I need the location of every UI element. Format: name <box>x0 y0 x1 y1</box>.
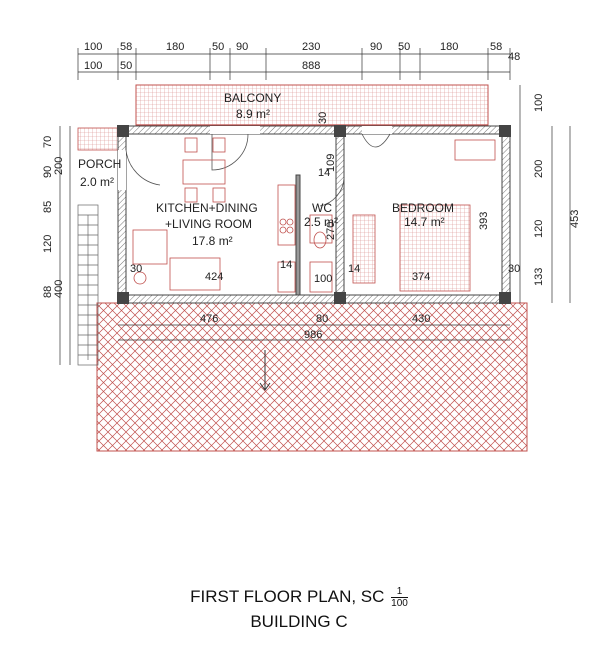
dim-label: 430 <box>412 313 430 325</box>
dim-label: 476 <box>200 313 218 325</box>
dim-label: 90 <box>236 41 248 53</box>
dim-label: 30 <box>130 263 142 275</box>
dim-label: 100 <box>84 41 102 53</box>
bedroom-area-label: 14.7 m² <box>404 215 445 229</box>
dim-label: 58 <box>490 41 502 53</box>
dim-label: 50 <box>212 41 224 53</box>
dim-label: 270 <box>325 222 337 240</box>
terrace-area <box>96 302 528 452</box>
doors <box>118 126 392 207</box>
balcony-name: BALCONY <box>224 91 281 105</box>
scale-denominator: 100 <box>391 598 408 609</box>
dim-label: 100 <box>84 60 102 72</box>
balcony-area-label: 8.9 m² <box>236 107 270 121</box>
balcony-area <box>135 84 489 126</box>
kitchen-furniture <box>132 137 296 293</box>
dim-label: 133 <box>533 268 545 286</box>
dim-label: 200 <box>533 160 545 178</box>
columns <box>117 125 511 304</box>
scale-numerator: 1 <box>391 586 408 598</box>
dim-label: 888 <box>302 60 320 72</box>
wc-fixtures <box>309 214 333 293</box>
dims-inner: 30 424 14 100 14 374 30 14 109 270 30 <box>130 112 520 285</box>
dims-top-row1: 100 58 180 50 90 230 90 50 180 58 <box>84 41 502 53</box>
dim-label: 30 <box>317 112 329 124</box>
porch-area <box>77 127 119 151</box>
dim-label: 70 <box>42 136 54 148</box>
dim-label: 14 <box>348 263 360 275</box>
dim-label: 200 <box>53 157 65 175</box>
kitchen-name-1: KITCHEN+DINING <box>156 201 258 215</box>
dim-label: 90 <box>370 41 382 53</box>
dim-label: 453 <box>569 210 581 228</box>
dim-label: 100 <box>533 94 545 112</box>
dim-label: 180 <box>166 41 184 53</box>
dim-label: 120 <box>42 235 54 253</box>
dim-label: 30 <box>508 263 520 275</box>
dimension-lines <box>59 48 571 365</box>
dim-label: 80 <box>316 313 328 325</box>
wc-area-label: 2.5 m² <box>304 215 338 229</box>
dim-label: 100 <box>314 273 332 285</box>
dims-top-row2: 100 50 888 48 <box>84 51 520 72</box>
walls <box>117 125 511 304</box>
dim-label: 48 <box>508 51 520 63</box>
plan-title: FIRST FLOOR PLAN, SC 1 100 <box>0 586 598 609</box>
dim-label: 90 <box>42 166 54 178</box>
dims-bottom: 476 80 430 986 <box>200 313 430 341</box>
dim-label: 58 <box>120 41 132 53</box>
wc-name: WC <box>312 201 332 215</box>
dim-label: 109 <box>325 154 337 172</box>
dim-label: 400 <box>53 280 65 298</box>
porch-name: PORCH <box>78 157 121 171</box>
dim-label: 180 <box>440 41 458 53</box>
dim-label: 88 <box>42 286 54 298</box>
dim-label: 14 <box>318 167 330 179</box>
dim-label: 50 <box>120 60 132 72</box>
dims-left: 70 200 90 85 120 88 400 <box>42 136 65 298</box>
bedroom-furniture <box>352 139 496 292</box>
dim-label: 14 <box>280 259 292 271</box>
kitchen-area-label: 17.8 m² <box>192 234 233 248</box>
porch-area-label: 2.0 m² <box>80 175 114 189</box>
dim-label: 424 <box>205 271 223 283</box>
kitchen-name-2: +LIVING ROOM <box>165 217 252 231</box>
dim-label: 85 <box>42 201 54 213</box>
dim-label: 374 <box>412 271 430 283</box>
building-label: BUILDING C <box>250 612 348 631</box>
staircase <box>77 204 99 366</box>
plan-title-text: FIRST FLOOR PLAN, SC <box>190 586 385 606</box>
dim-label: 986 <box>304 329 322 341</box>
dim-label: 230 <box>302 41 320 53</box>
scale-fraction: 1 100 <box>391 586 408 609</box>
dims-right: 100 200 120 133 453 393 <box>478 94 581 286</box>
dim-label: 393 <box>478 212 490 230</box>
room-labels: BALCONY 8.9 m² PORCH 2.0 m² KITCHEN+DINI… <box>78 91 454 248</box>
bedroom-name: BEDROOM <box>392 201 454 215</box>
dim-label: 120 <box>533 220 545 238</box>
slope-arrow <box>259 350 271 391</box>
dim-label: 50 <box>398 41 410 53</box>
